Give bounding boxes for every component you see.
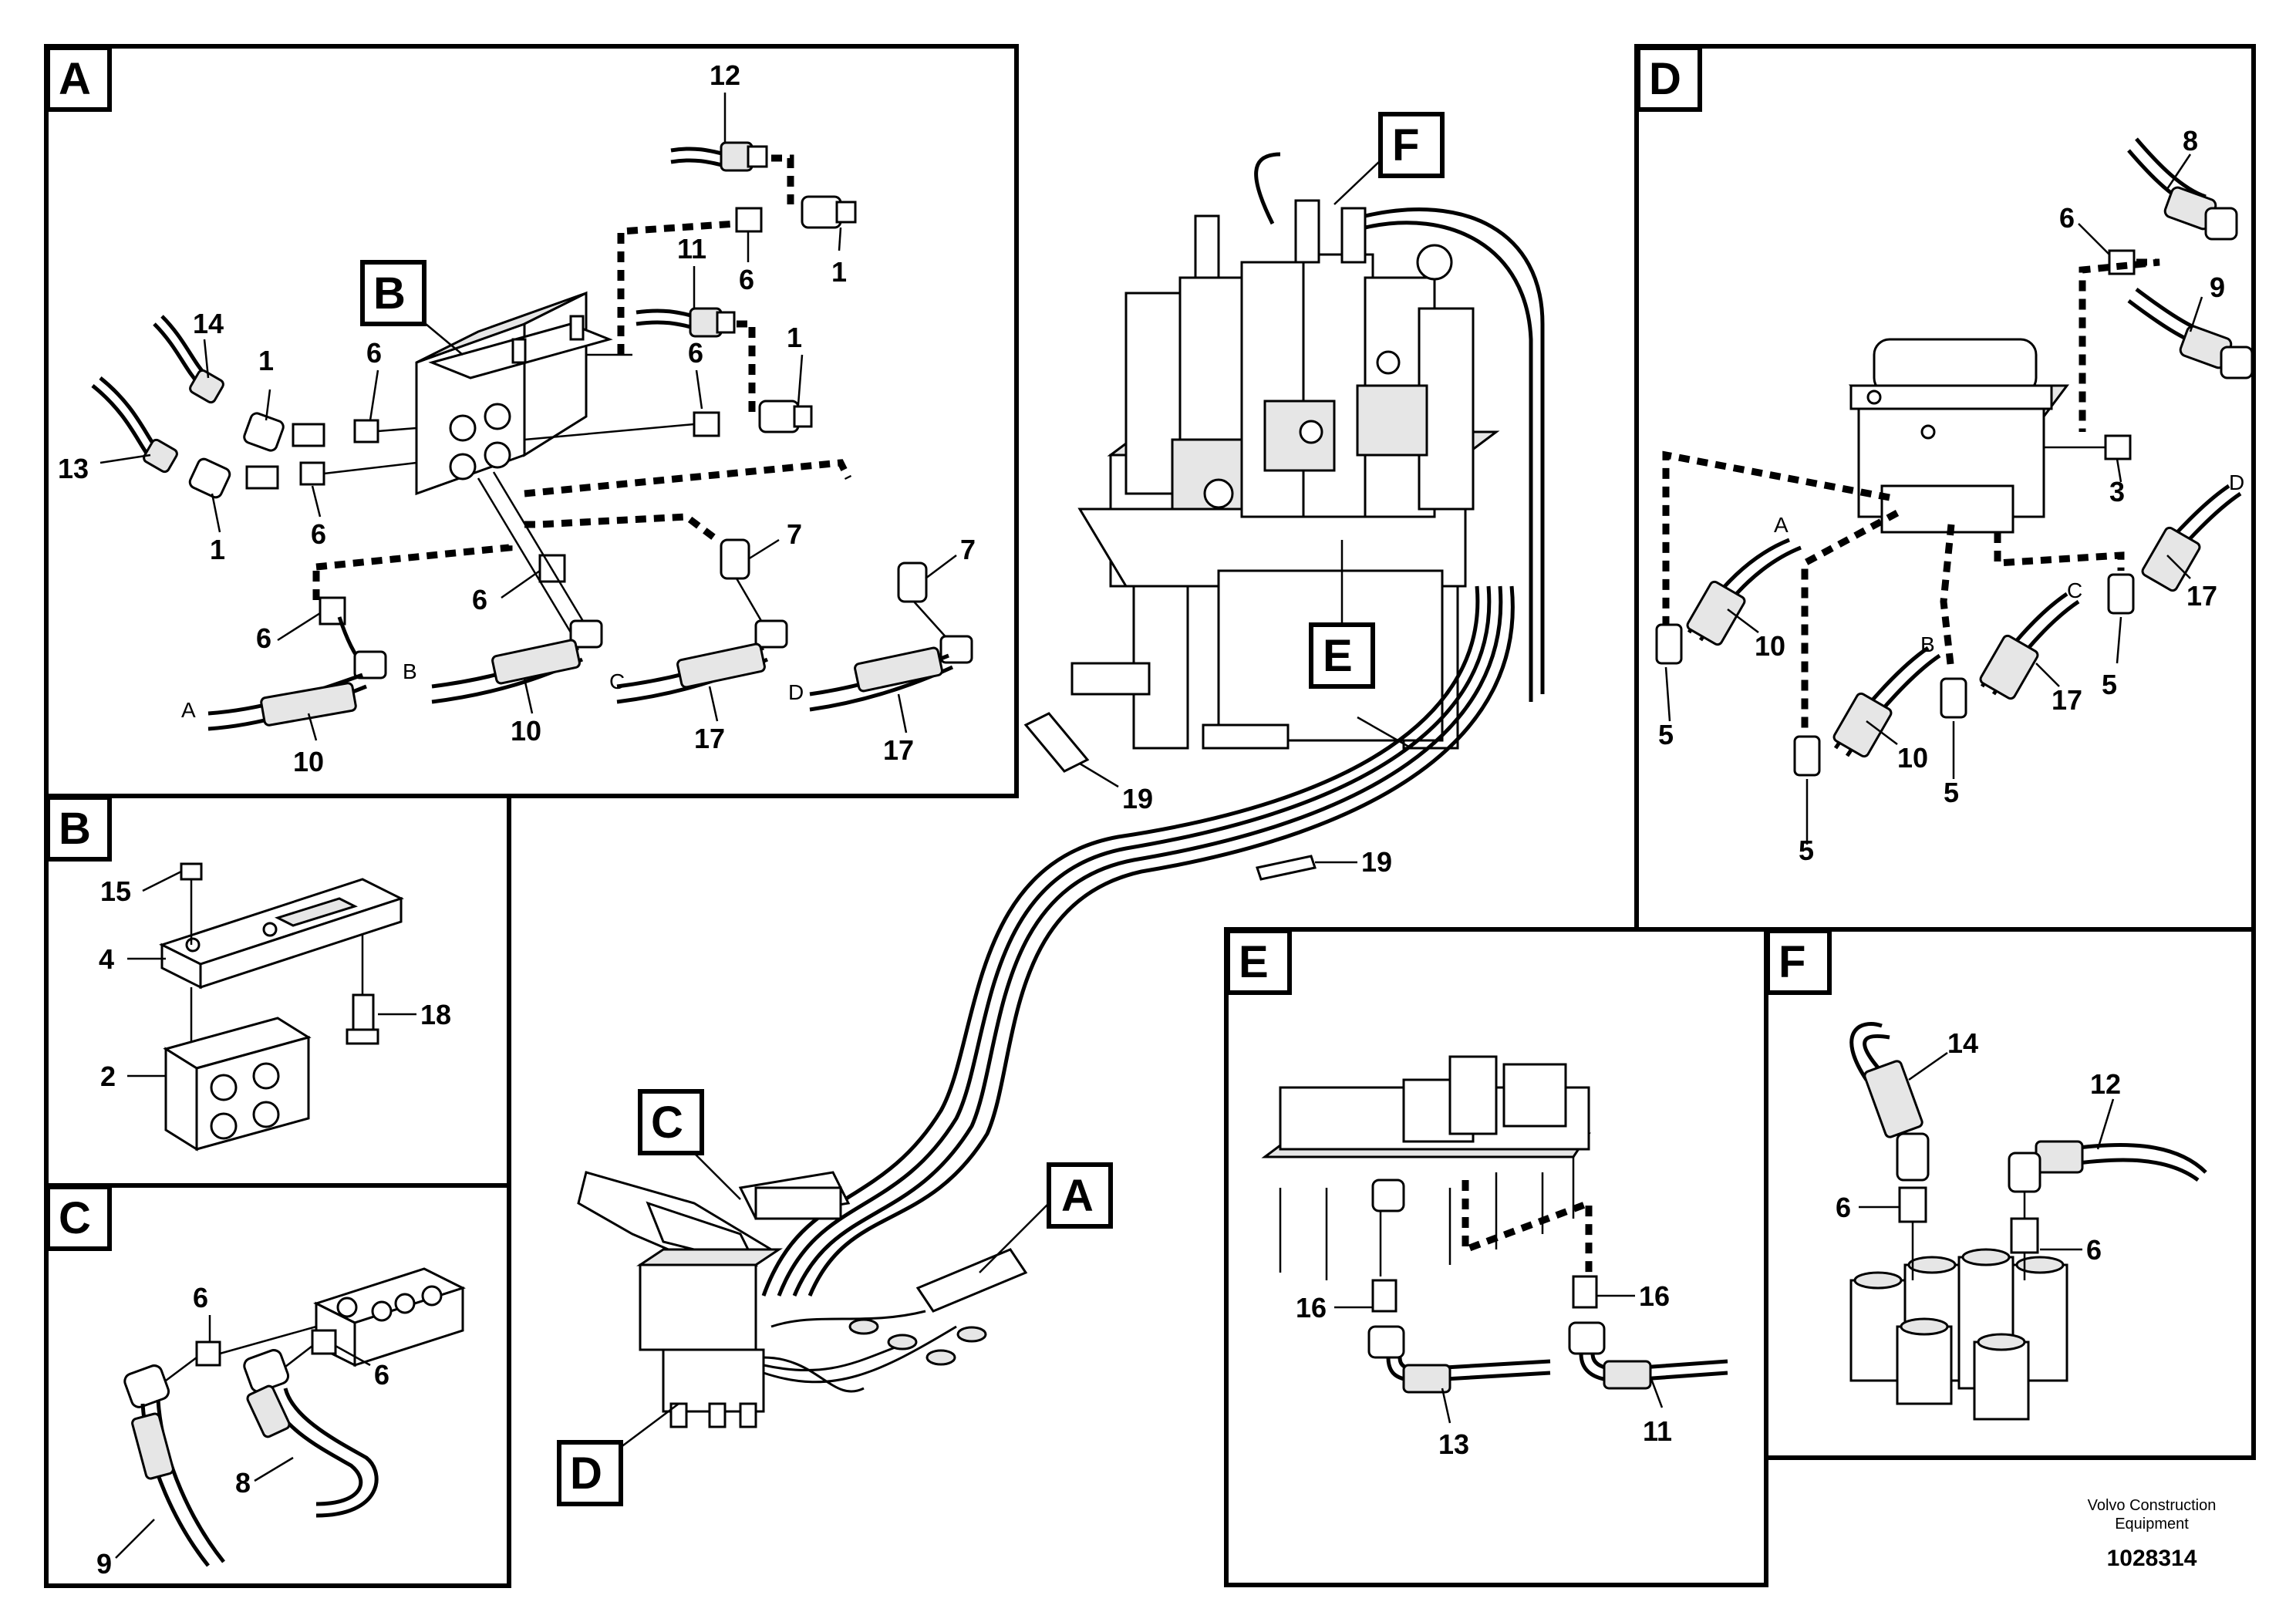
panel-C-label: C: [59, 1193, 91, 1243]
panel-F: F 14 12 6 6: [1764, 927, 2256, 1460]
panel-E-label: E: [1239, 937, 1269, 987]
callout-17: 17: [2186, 580, 2217, 612]
callout-16: 16: [1296, 1292, 1327, 1324]
hose-letter-D: D: [2229, 470, 2244, 494]
hose-letter-B: B: [1920, 632, 1935, 656]
callout-6: 6: [2059, 202, 2075, 234]
flag-A: A: [979, 1162, 1113, 1273]
callout-10: 10: [1897, 742, 1928, 774]
callout-3: 3: [2109, 476, 2125, 508]
callout-5: 5: [1658, 719, 1674, 750]
callout-19-upper: 19: [1122, 783, 1153, 814]
callout-4: 4: [99, 943, 114, 975]
callout-13: 13: [1438, 1428, 1469, 1460]
panel-D: D: [1634, 44, 2256, 932]
company-name-line1: Volvo Construction: [2088, 1497, 2217, 1514]
flag-B: B: [373, 268, 406, 319]
hose-letter-B: B: [403, 659, 417, 683]
callout-18: 18: [420, 999, 451, 1030]
callout-1: 1: [831, 256, 847, 288]
callout-6: 6: [366, 337, 382, 369]
drawing-number: 1028314: [2107, 1546, 2197, 1571]
callout-8: 8: [2183, 125, 2198, 157]
callout-14: 14: [193, 308, 224, 339]
callout-12: 12: [710, 59, 740, 91]
callout-19-lower: 19: [1361, 846, 1392, 878]
callout-6: 6: [256, 622, 271, 654]
panel-B: B 15 4 18 2: [44, 794, 511, 1188]
callout-5: 5: [1799, 835, 1814, 866]
svg-text:E: E: [1323, 631, 1353, 681]
callout-5: 5: [2102, 669, 2117, 700]
panel-F-label: F: [1778, 937, 1805, 987]
callout-12: 12: [2090, 1068, 2121, 1100]
main-assembly: 19 19 F E C A D: [557, 112, 1545, 1506]
callout-14: 14: [1947, 1027, 1978, 1059]
svg-text:C: C: [651, 1098, 683, 1148]
panel-A: A B: [44, 44, 1019, 798]
callout-10: 10: [511, 715, 541, 747]
callout-6: 6: [311, 518, 326, 550]
callout-6: 6: [2086, 1234, 2102, 1266]
callout-5: 5: [1944, 777, 1959, 808]
callout-10: 10: [293, 746, 324, 777]
panel-B-label: B: [59, 804, 91, 854]
pilot-valve-assembly: [577, 1171, 1028, 1428]
callout-6: 6: [193, 1282, 208, 1313]
hose-letter-C: C: [609, 669, 625, 693]
callout-17: 17: [694, 723, 725, 754]
hose-letter-D: D: [788, 680, 804, 704]
svg-text:D: D: [570, 1448, 602, 1499]
callout-2: 2: [100, 1061, 116, 1092]
hose-bundle: [761, 585, 1515, 1297]
svg-text:A: A: [1061, 1171, 1094, 1221]
part-19-lower: [1256, 855, 1357, 881]
callout-8: 8: [235, 1467, 251, 1499]
company-name-line2: Equipment: [2115, 1516, 2189, 1533]
callout-7: 7: [787, 518, 802, 550]
callout-11: 11: [677, 233, 706, 265]
callout-15: 15: [100, 875, 131, 907]
callout-6: 6: [472, 584, 487, 615]
panel-A-label: A: [59, 54, 91, 104]
hose-letter-C: C: [2067, 578, 2082, 602]
callout-1: 1: [210, 534, 225, 565]
panel-E: E 16 16 13 11: [1224, 927, 1768, 1587]
callout-10: 10: [1755, 630, 1785, 662]
flag-E: E: [1309, 540, 1375, 689]
control-valve-block: [1070, 199, 1500, 750]
footer: Volvo Construction Equipment 1028314: [2088, 1497, 2217, 1571]
callout-13: 13: [58, 453, 89, 484]
part-19-upper: [1023, 712, 1119, 788]
hose-letter-A: A: [1774, 513, 1789, 537]
flag-D: D: [557, 1403, 679, 1506]
callout-6: 6: [374, 1359, 389, 1391]
callout-6: 6: [1836, 1192, 1851, 1223]
callout-1: 1: [787, 322, 802, 353]
callout-6: 6: [688, 337, 703, 369]
flag-C: C: [638, 1089, 741, 1200]
callout-9: 9: [96, 1548, 112, 1580]
callout-17: 17: [2052, 684, 2082, 716]
callout-9: 9: [2210, 271, 2225, 303]
flag-F: F: [1333, 112, 1445, 205]
callout-16: 16: [1639, 1280, 1670, 1312]
callout-17: 17: [883, 734, 914, 766]
panel-D-label: D: [1649, 54, 1681, 104]
callout-1: 1: [258, 345, 274, 376]
callout-11: 11: [1643, 1415, 1672, 1447]
svg-text:F: F: [1392, 120, 1419, 170]
panel-C: C 6 6 9 8: [44, 1183, 511, 1588]
callout-7: 7: [960, 534, 976, 565]
hose-letter-A: A: [181, 698, 196, 722]
callout-6: 6: [739, 264, 754, 295]
